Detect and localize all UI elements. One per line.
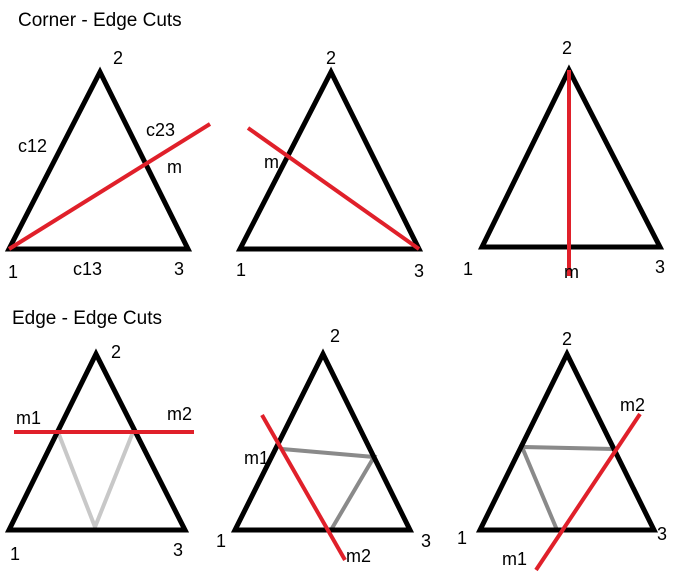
midpoint-m1-label: m1	[502, 549, 527, 569]
vertex-1-label: 1	[236, 260, 246, 280]
midpoint-m2-label: m2	[620, 395, 645, 415]
triangle	[475, 348, 659, 533]
section-title-edge-edge: Edge - Edge Cuts	[12, 308, 162, 329]
vertex-2-label: 2	[330, 326, 340, 346]
triangle	[235, 66, 424, 252]
vertex-3-label: 3	[657, 524, 667, 544]
diagram-4: 2 1 3 m1 m2	[4, 342, 194, 564]
triangle	[4, 66, 193, 252]
midpoint-m2-label: m2	[167, 404, 192, 424]
vertex-3-label: 3	[655, 257, 665, 277]
cut-line	[246, 126, 421, 251]
vertex-1-label: 1	[216, 531, 226, 551]
cut-line	[534, 412, 642, 572]
midpoint-m-label: m	[167, 157, 182, 177]
edge-c12-label: c12	[18, 136, 47, 156]
edge-c13-label: c13	[73, 259, 102, 279]
vertex-2-label: 2	[326, 48, 336, 68]
section-title-corner-edge: Corner - Edge Cuts	[18, 10, 182, 31]
midpoint-m1-label: m1	[244, 448, 269, 468]
vertex-1-label: 1	[8, 262, 18, 282]
diagram-6: 2 1 3 m1 m2	[457, 329, 667, 572]
midpoint-m-label: m	[264, 152, 279, 172]
diagram-2: 2 1 3 m	[235, 48, 424, 281]
vertex-3-label: 3	[421, 531, 431, 551]
cut-line	[260, 414, 347, 561]
vertex-3-label: 3	[414, 261, 424, 281]
vertex-1-label: 1	[457, 528, 467, 548]
triangle	[230, 348, 415, 533]
diagram-1: 2 1 3 c12 c23 c13 m	[4, 48, 212, 282]
midpoint-m-label: m	[564, 262, 579, 282]
inner-sub-triangle	[518, 444, 615, 531]
vertex-2-label: 2	[113, 48, 123, 68]
vertex-2-label: 2	[562, 38, 572, 58]
midpoint-m1-label: m1	[16, 408, 41, 428]
vertex-1-label: 1	[10, 544, 20, 564]
diagram-3: 2 1 3 m	[463, 38, 665, 282]
vertex-1-label: 1	[463, 259, 473, 279]
vertex-2-label: 2	[111, 342, 121, 362]
vertex-3-label: 3	[174, 259, 184, 279]
midpoint-m2-label: m2	[346, 546, 371, 566]
vertex-2-label: 2	[562, 329, 572, 349]
cut-line	[7, 122, 212, 251]
inner-sub-triangle	[56, 431, 135, 533]
inner-sub-triangle	[281, 447, 378, 532]
edge-c23-label: c23	[146, 120, 175, 140]
vertex-3-label: 3	[173, 540, 183, 560]
diagram-5: 2 1 3 m1 m2	[216, 326, 431, 566]
triangle	[4, 348, 190, 533]
